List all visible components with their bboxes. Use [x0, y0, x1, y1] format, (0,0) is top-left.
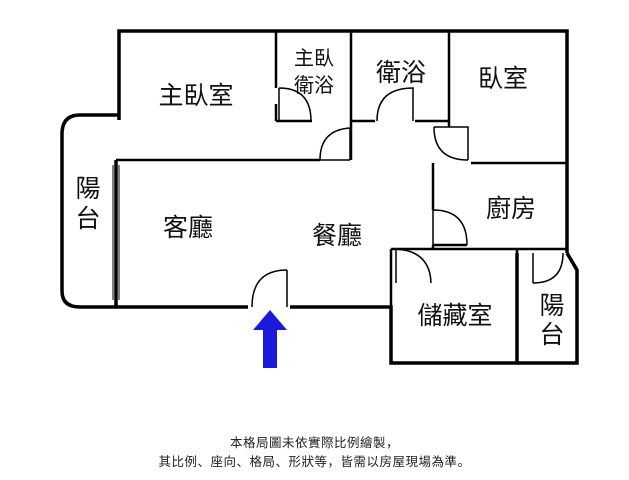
door-master-bedroom	[319, 127, 351, 161]
label-balcony-left-2: 台	[75, 204, 100, 233]
up-arrow-icon	[253, 310, 287, 368]
label-balcony-right-2: 台	[539, 320, 564, 349]
doors	[251, 87, 564, 308]
interior-walls	[116, 31, 567, 363]
label-living-room: 客廳	[163, 213, 213, 242]
label-master-bath-1: 主臥	[294, 46, 334, 70]
window-living-left	[112, 165, 120, 300]
door-bath	[376, 87, 414, 122]
door-entrance	[251, 269, 288, 308]
label-master-bath-2: 衛浴	[294, 73, 334, 97]
door-balcony-right	[532, 252, 564, 284]
label-bathroom: 衛浴	[376, 58, 426, 87]
disclaimer-line-2: 其比例、座向、格局、形狀等，皆需以房屋現場為準。	[158, 454, 471, 469]
walls	[60, 29, 579, 365]
disclaimer-line-1: 本格局圖未依實際比例繪製，	[229, 435, 399, 450]
label-dining-room: 餐廳	[312, 221, 362, 250]
door-bedroom	[433, 126, 469, 161]
label-storage-room: 儲藏室	[417, 301, 492, 330]
label-kitchen: 廚房	[486, 194, 536, 223]
door-kitchen	[432, 209, 468, 246]
label-balcony-right-1: 陽	[539, 291, 564, 320]
label-master-bedroom: 主臥室	[158, 81, 233, 110]
label-balcony-left-1: 陽	[75, 174, 100, 203]
door-storage	[395, 248, 432, 284]
door-master-bath	[278, 87, 312, 122]
label-bedroom: 臥室	[478, 64, 528, 93]
